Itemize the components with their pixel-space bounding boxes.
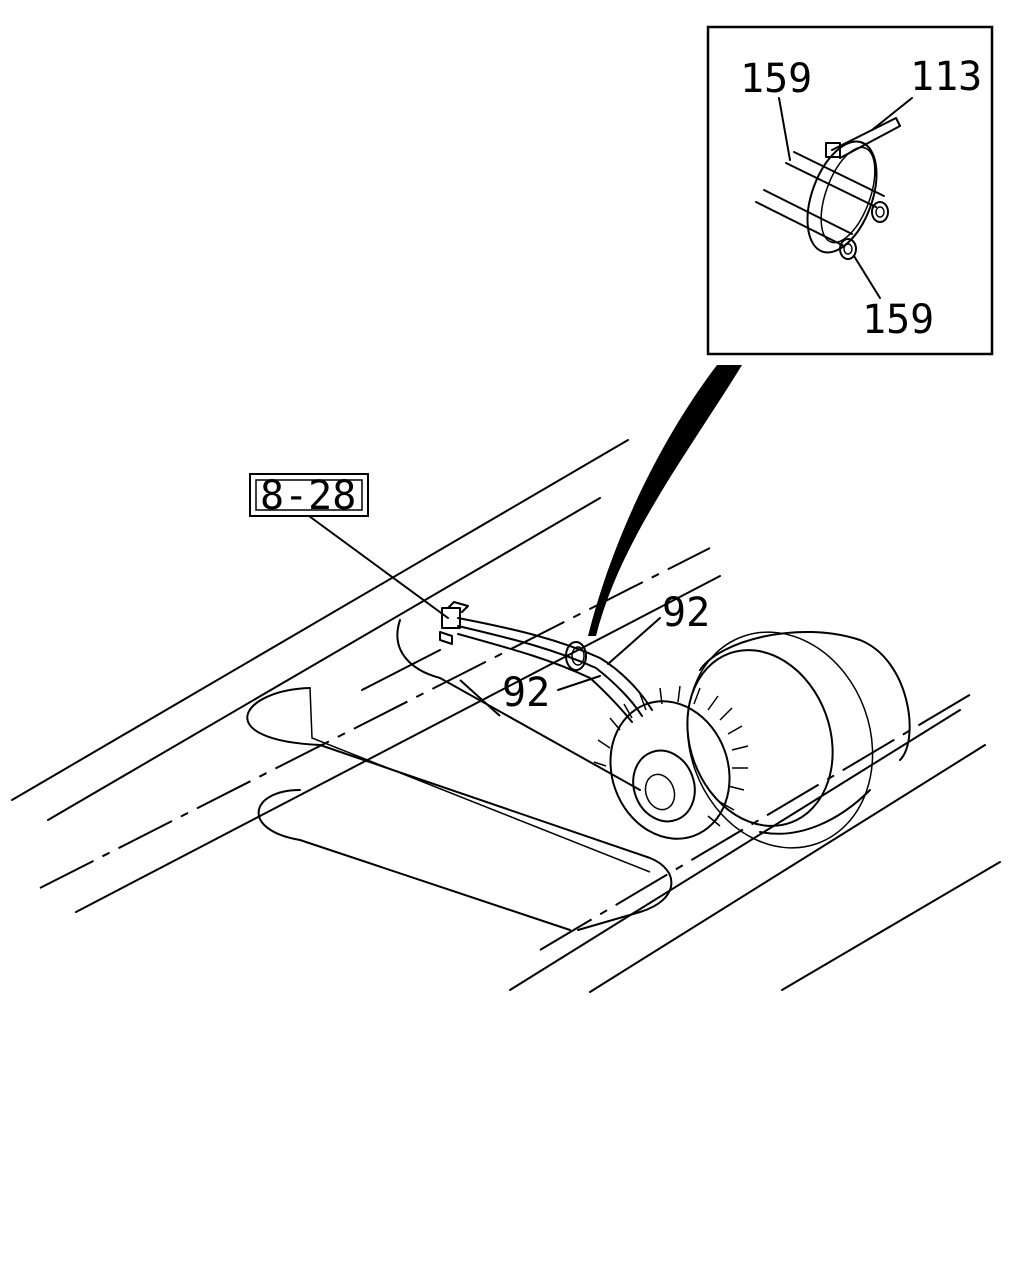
wheel-assembly	[593, 630, 911, 849]
harness-clip	[565, 641, 587, 671]
callout-92-upper: 92	[662, 590, 710, 636]
leader-92-upper	[607, 617, 661, 665]
callout-113: 113	[910, 54, 982, 100]
inset-detail: 159 113 159	[706, 25, 994, 356]
body-panel	[246, 619, 673, 931]
inset-tube-lower	[755, 189, 857, 260]
wheel-hub-outer	[609, 700, 731, 840]
inset-tie-strap	[831, 117, 901, 159]
callout-159-top: 159	[740, 56, 812, 102]
callout-92-lower: 92	[502, 670, 550, 716]
leader-8-28	[308, 515, 449, 619]
leader-inset-113	[871, 97, 913, 131]
reference-box-frame	[249, 473, 369, 517]
callout-159-bottom: 159	[862, 297, 934, 343]
wheel-hub-inner	[632, 749, 696, 823]
wiring-harness	[457, 617, 653, 723]
inset-clamp-ring	[806, 140, 878, 254]
leader-inset-159-top	[778, 97, 791, 161]
leader-92-lower	[557, 675, 601, 691]
frame-rails	[11, 439, 1001, 993]
leader-inset-159-bottom	[853, 255, 881, 299]
zoom-wedge	[588, 365, 742, 636]
reference-box: 8-28	[249, 473, 369, 519]
connector-8-28	[439, 601, 469, 645]
callout-8-28: 8-28	[260, 473, 356, 519]
wheel-teeth	[593, 685, 749, 827]
inset-tube-upper	[785, 151, 889, 223]
inset-frame	[706, 25, 994, 356]
